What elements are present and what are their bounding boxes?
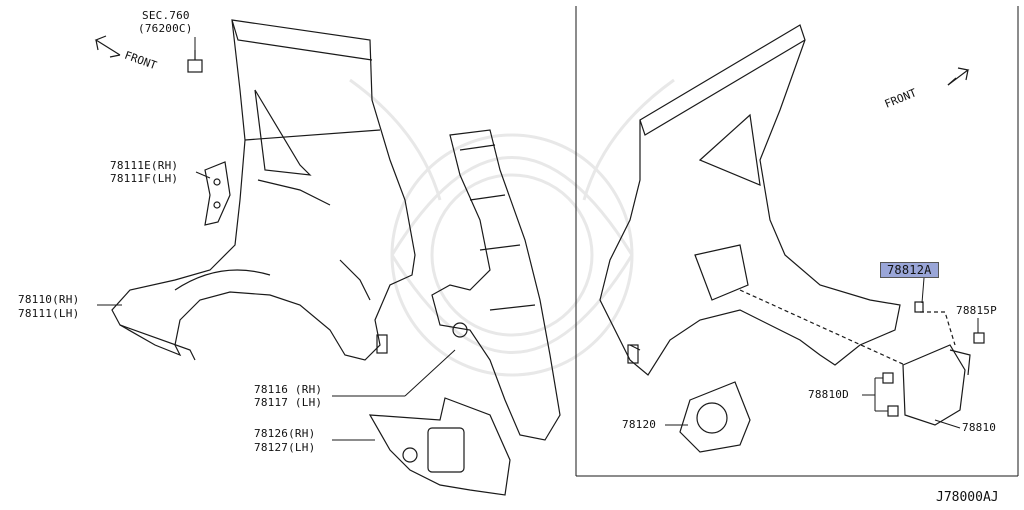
inner-pillar-78116 [431, 129, 561, 441]
wheelhouse-78126 [368, 397, 511, 496]
watermark-logo [349, 78, 675, 377]
leader-lines [97, 37, 979, 441]
fuel-filler-base-78120 [679, 381, 751, 453]
label-78127[interactable]: 78127(LH) [254, 441, 316, 454]
label-78116[interactable]: 78116 (RH) [254, 383, 323, 396]
label-78812a-highlighted[interactable]: 78812A [880, 262, 939, 278]
label-78810[interactable]: 78810 [962, 421, 997, 434]
rear-fender-outer-right [599, 24, 901, 376]
fuel-lid-78810 [739, 289, 985, 426]
front-arrow-left-icon [94, 35, 121, 58]
label-78120[interactable]: 78120 [622, 418, 657, 431]
label-sec760-sub[interactable]: (76200C) [138, 22, 193, 35]
label-78815p[interactable]: 78815P [956, 304, 997, 317]
rear-fender-outer-left [111, 19, 416, 361]
bracket-78111e [204, 161, 231, 226]
label-sec760[interactable]: SEC.760 [142, 9, 190, 22]
label-78111e[interactable]: 78111E(RH) [110, 159, 179, 172]
divider-frame [575, 6, 1019, 477]
label-78111[interactable]: 78111(LH) [18, 307, 80, 320]
label-78126[interactable]: 78126(RH) [254, 427, 316, 440]
label-78111f[interactable]: 78111F(LH) [110, 172, 179, 185]
label-78810d[interactable]: 78810D [808, 388, 849, 401]
label-78117[interactable]: 78117 (LH) [254, 396, 323, 409]
diagram-code: J78000AJ [936, 490, 999, 505]
label-78110[interactable]: 78110(RH) [18, 293, 80, 306]
front-arrow-right-icon [947, 67, 970, 86]
